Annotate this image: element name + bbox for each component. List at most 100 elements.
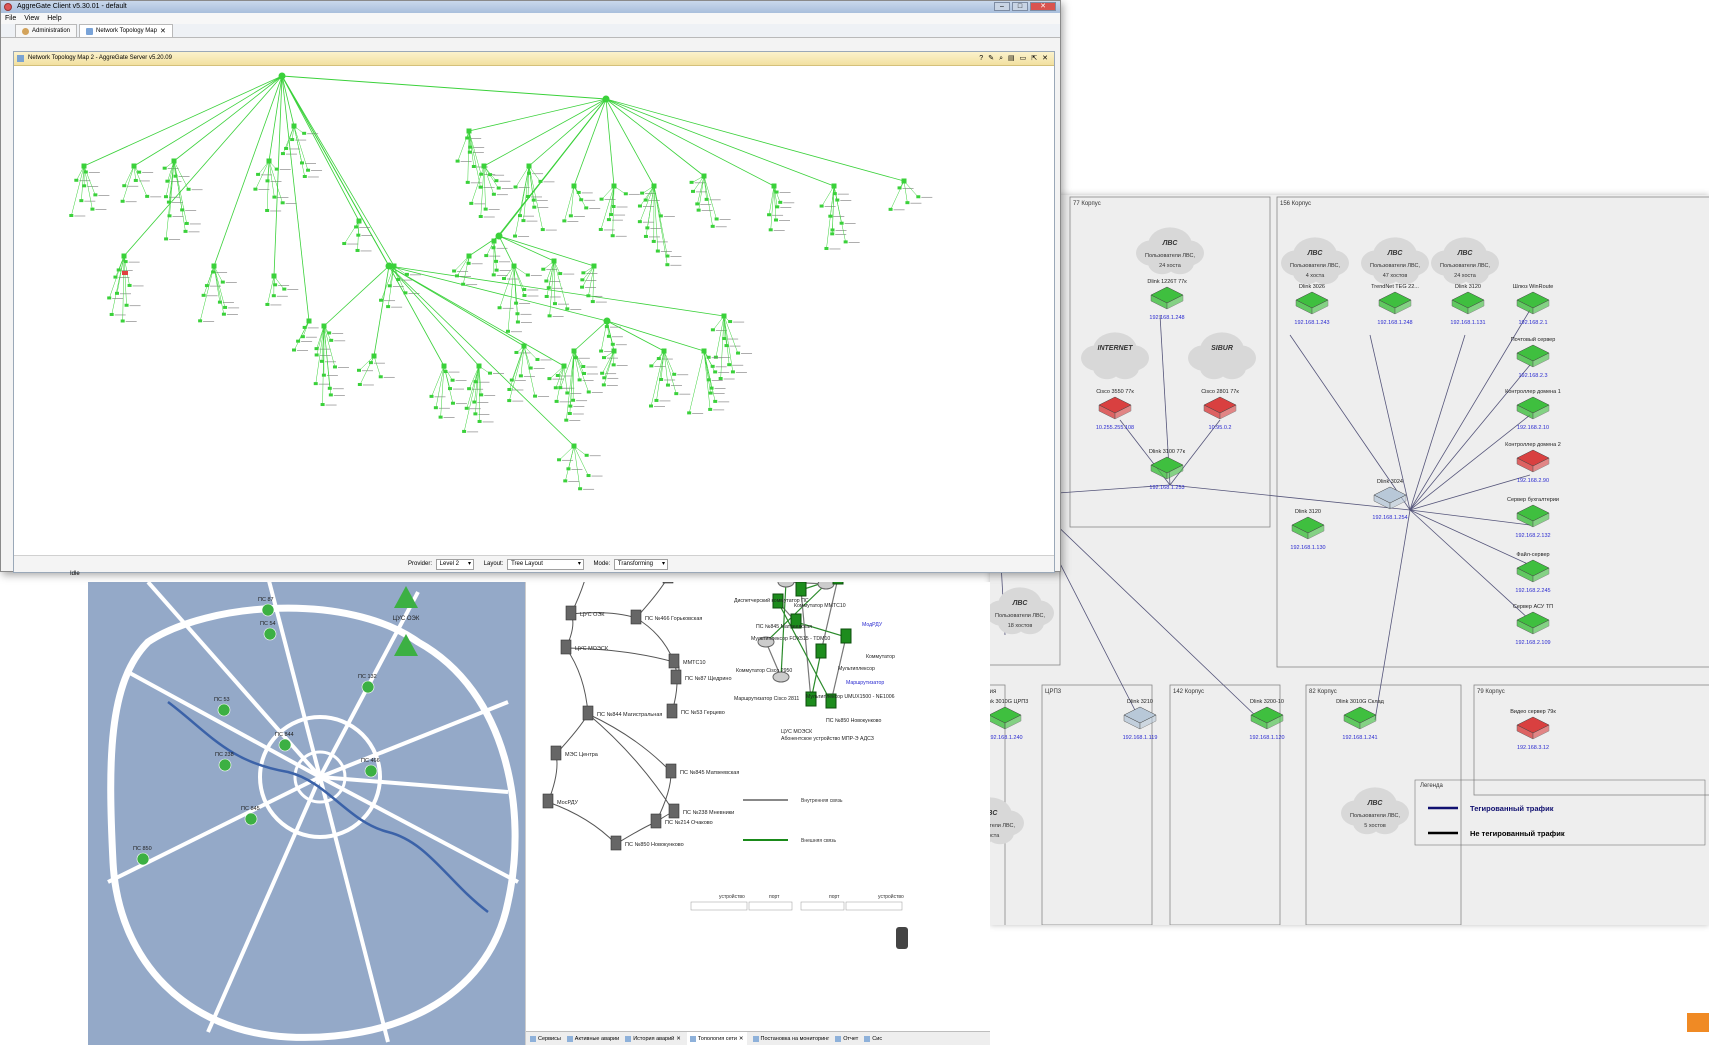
scheme-tab-6[interactable]: Сис	[864, 1032, 882, 1045]
maximize-button[interactable]: □	[1012, 2, 1028, 11]
device-name: Шлюз WinRoute	[1513, 284, 1554, 290]
tree-node	[728, 320, 733, 324]
scheme-tab-4[interactable]: Постановка на мониторинг	[752, 1032, 829, 1045]
app-icon	[4, 3, 12, 11]
tree-node	[600, 371, 605, 375]
tree-node	[888, 207, 893, 211]
tree-link	[498, 235, 595, 267]
tree-link	[773, 185, 778, 208]
tree-link	[268, 160, 275, 198]
scheme-device-label: ЦУС МОЭСК	[781, 729, 812, 735]
tab-network-topology-map[interactable]: Network Topology Map ✕	[79, 24, 173, 37]
tree-node	[120, 319, 125, 323]
device-icon-side	[1532, 567, 1550, 583]
legend-label: Не тегированный трафик	[1470, 829, 1565, 838]
cloud-text: 3 хоста	[990, 833, 1000, 839]
tree-node	[661, 348, 667, 354]
tree-node	[701, 348, 707, 354]
tree-node	[201, 293, 206, 297]
menu-help[interactable]: Help	[47, 15, 62, 22]
tree-node	[721, 313, 727, 319]
help-icon[interactable]: ?	[979, 55, 984, 62]
tree-node	[290, 138, 295, 142]
tree-link	[723, 315, 730, 366]
topology-map-frame: Network Topology Map 2 - AggreGate Serve…	[13, 51, 1055, 573]
tree-node	[581, 271, 586, 275]
tree-link	[698, 175, 705, 211]
tree-link	[323, 325, 336, 368]
tree-node	[473, 412, 478, 416]
tree-link	[663, 350, 669, 386]
building-group-box	[1473, 684, 1709, 796]
layout-select[interactable]: Tree Layout	[507, 559, 584, 570]
device-name: Почтовый сервер	[1511, 336, 1556, 343]
tree-hub-node	[495, 232, 503, 240]
lan-cloud: SIBUR	[1188, 332, 1256, 380]
print-icon[interactable]: ▤	[1008, 55, 1015, 62]
tree-link	[486, 240, 495, 257]
tree-link	[564, 185, 575, 222]
scheme-tab-1[interactable]: Активные аварии	[566, 1032, 619, 1045]
close-button[interactable]: ✕	[1030, 2, 1056, 11]
tab-administration[interactable]: Administration	[15, 24, 78, 37]
scheme-link	[820, 582, 838, 653]
substation-label: ПС 238	[215, 752, 234, 758]
cloud-text: 18 хостов	[1008, 623, 1033, 629]
device-icon-side	[1389, 494, 1407, 510]
mode-select[interactable]: Transforming	[613, 559, 669, 570]
tree-node	[611, 183, 617, 189]
tree-link	[123, 75, 283, 257]
scheme-tab-0[interactable]: Сервисы	[530, 1032, 561, 1045]
undock-icon[interactable]: ⇱	[1031, 55, 1038, 62]
scheme-tab-3[interactable]: Топология сети✕	[686, 1032, 747, 1045]
close-icon[interactable]: ✕	[159, 27, 166, 35]
minimize-button[interactable]: –	[994, 2, 1010, 11]
cloud-title: ЛВС	[1162, 240, 1179, 247]
tree-link	[639, 185, 655, 223]
network-device: TrendNet TEG 22...192.168.1.248	[1371, 284, 1419, 326]
tree-node	[513, 234, 518, 238]
cloud-title: ЛВС	[1012, 600, 1029, 607]
tree-link	[124, 165, 135, 187]
router-icon	[817, 582, 835, 590]
close-icon[interactable]: ✕	[1042, 55, 1048, 62]
central-station-label: ЦУС ОЭК	[393, 616, 420, 622]
close-icon[interactable]: ✕	[738, 1035, 744, 1042]
scheme-tab-5[interactable]: Отчет	[835, 1032, 858, 1045]
topology-tree	[69, 72, 933, 491]
zoom-icon[interactable]: ⌕	[999, 55, 1003, 62]
tree-link	[456, 255, 470, 277]
topology-tree-canvas[interactable]	[14, 66, 1052, 554]
tree-link	[573, 445, 589, 477]
tree-link	[656, 350, 665, 401]
tree-node	[321, 373, 326, 377]
tree-node	[577, 378, 582, 382]
device-icon-side	[1139, 714, 1157, 730]
tree-node	[547, 314, 552, 318]
window-icon[interactable]: ▭	[1019, 55, 1027, 62]
tree-node	[342, 242, 347, 246]
tree-link	[546, 260, 555, 298]
device-ip: 192.168.2.3	[1518, 373, 1547, 379]
tree-link	[133, 75, 283, 167]
tree-node	[221, 312, 226, 316]
tree-node	[165, 179, 170, 183]
edit-icon[interactable]: ✎	[988, 55, 995, 62]
scheme-link	[777, 601, 832, 703]
tree-node	[714, 217, 719, 221]
close-icon[interactable]: ✕	[676, 1035, 681, 1042]
tree-link	[471, 165, 485, 204]
provider-select[interactable]: Level 2	[435, 559, 475, 570]
scheme-tab-2[interactable]: История аварий✕	[625, 1032, 681, 1045]
tree-link	[478, 365, 480, 422]
tree-node	[357, 368, 362, 372]
menu-file[interactable]: File	[5, 15, 17, 22]
tree-link	[323, 265, 390, 327]
tree-link	[498, 235, 515, 267]
device-name: Cisco 3550 77к	[1096, 389, 1134, 395]
menu-view[interactable]: View	[24, 15, 40, 22]
tree-node	[491, 246, 496, 250]
tree-node	[623, 192, 628, 196]
server-icon	[662, 582, 674, 584]
